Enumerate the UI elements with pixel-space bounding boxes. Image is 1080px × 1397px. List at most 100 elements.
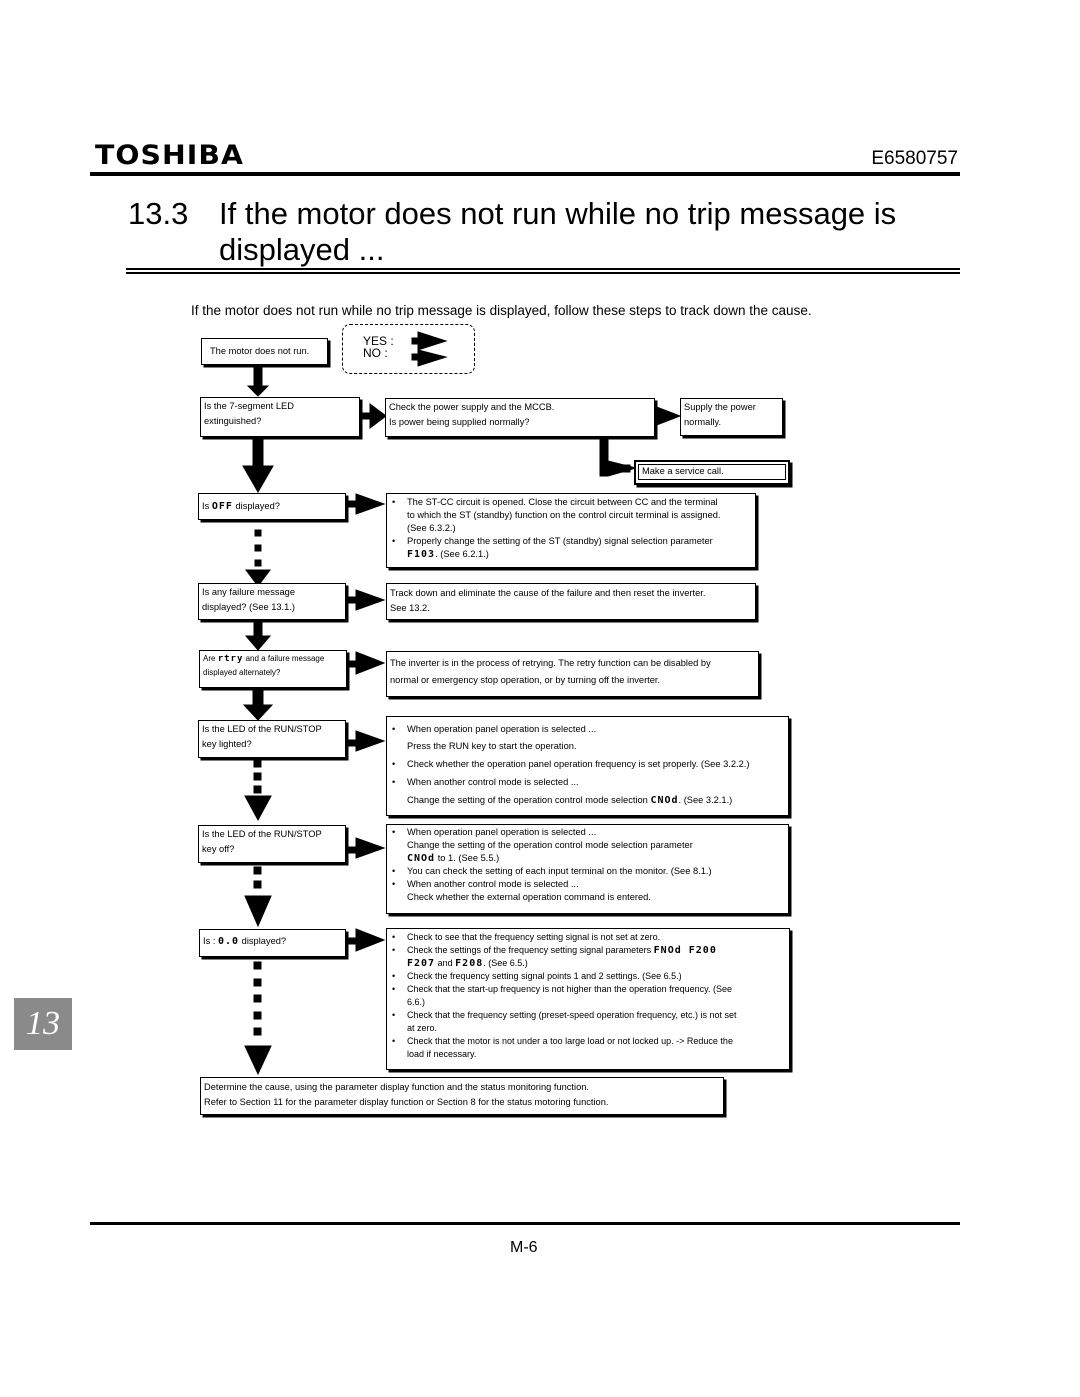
answer-frequency-checks: Check to see that the frequency setting … bbox=[386, 928, 790, 1070]
a7-bullet-4: Check that the start-up frequency is not… bbox=[390, 983, 786, 996]
a7-bullet-3: Check the frequency setting signal point… bbox=[390, 970, 786, 983]
legend-yes-arrow bbox=[417, 331, 448, 351]
q4-pre: Are bbox=[203, 654, 216, 663]
document-id: E6580757 bbox=[871, 148, 958, 169]
end-line1: Determine the cause, using the parameter… bbox=[204, 1082, 590, 1092]
arrow-q2-q3 bbox=[245, 569, 271, 587]
a5-bullet-1-sub: Press the RUN key to start the operation… bbox=[407, 741, 577, 751]
a7-and: and bbox=[437, 958, 453, 968]
q7-code-zero: 0.0 bbox=[218, 936, 240, 947]
q2-pre: Is bbox=[202, 501, 210, 511]
toshiba-logo: TOSHIBA bbox=[95, 140, 245, 171]
section-number: 13.3 bbox=[128, 196, 189, 231]
arrow-q6-a6 bbox=[355, 837, 386, 859]
a3-line1: Track down and eliminate the cause of th… bbox=[390, 588, 706, 598]
a6-code-cnod: CNOd bbox=[407, 853, 436, 864]
a2-bullet-2: Properly change the setting of the ST (s… bbox=[390, 535, 752, 548]
a6-bullet-2: You can check the setting of each input … bbox=[390, 865, 785, 878]
a7-bullet-2: Check the settings of the frequency sett… bbox=[390, 944, 786, 957]
a6-bullet-3-sub: Check whether the external operation com… bbox=[407, 892, 651, 902]
a5-bullet-2: Check whether the operation panel operat… bbox=[390, 755, 785, 773]
flow-start-box: The motor does not run. bbox=[201, 338, 328, 365]
a5-see: . (See 3.2.1.) bbox=[678, 795, 733, 805]
a6-bullet-1-code: CNOd to 1. (See 5.5.) bbox=[390, 852, 785, 865]
a1-line1: Check the power supply and the MCCB. bbox=[389, 402, 555, 412]
legend-no-label: NO : bbox=[363, 346, 388, 360]
question-zero-displayed: Is : 0.0 displayed? bbox=[199, 929, 346, 957]
arrow-q6-q7 bbox=[244, 895, 272, 928]
a6-bullet-1: When operation panel operation is select… bbox=[390, 826, 785, 839]
page-number: M-6 bbox=[510, 1239, 538, 1256]
chapter-tab: 13 bbox=[14, 998, 72, 1050]
a4-line2: normal or emergency stop operation, or b… bbox=[390, 675, 661, 685]
a7-code-f207: F207 bbox=[407, 958, 436, 969]
answer-check-power: Check the power supply and the MCCB. Is … bbox=[385, 398, 655, 437]
arrow-q3-q4 bbox=[244, 635, 272, 651]
question-run-stop-lighted: Is the LED of the RUN/STOP key lighted? bbox=[198, 720, 346, 758]
question-failure-message: Is any failure message displayed? (See 1… bbox=[198, 583, 346, 620]
a5-bullet-3: When another control mode is selected ..… bbox=[390, 773, 785, 791]
answer-retrying: The inverter is in the process of retryi… bbox=[386, 651, 759, 697]
a2-code-f103: F103 bbox=[407, 549, 436, 560]
answer-st-cc-circuit: The ST-CC circuit is opened. Close the c… bbox=[386, 493, 756, 568]
q3-line1: Is any failure message bbox=[202, 587, 296, 597]
question-led-extinguished: Is the 7-segment LED extinguished? bbox=[200, 397, 360, 437]
a7-bullet-5-cont: at zero. bbox=[407, 1023, 438, 1033]
a7-bullet-5: Check that the frequency setting (preset… bbox=[390, 1009, 786, 1022]
a2-bullet-1-cont2: (See 6.3.2.) bbox=[407, 523, 456, 533]
a2-bullet-2-cont: F103. (See 6.2.1.) bbox=[390, 548, 752, 561]
q4-code-rtry: rtry bbox=[217, 654, 244, 664]
a7-b2-text: Check the settings of the frequency sett… bbox=[407, 945, 652, 955]
a5-sub-text: Change the setting of the operation cont… bbox=[407, 795, 648, 805]
q4-line2: displayed alternately? bbox=[203, 668, 281, 677]
footer-rule bbox=[90, 1222, 960, 1225]
answer-run-stop-lighted: When operation panel operation is select… bbox=[386, 716, 789, 816]
answer-service-call: Make a service call. bbox=[634, 460, 790, 485]
header-rule bbox=[90, 172, 960, 176]
legend-no-arrow bbox=[417, 349, 448, 367]
a5-bullet-3-sub: Change the setting of the operation cont… bbox=[390, 791, 785, 810]
a1-line2: Is power being supplied normally? bbox=[389, 417, 530, 427]
q1-line1: Is the 7-segment LED bbox=[204, 401, 294, 411]
arrow-q4-q5 bbox=[242, 704, 274, 721]
arrow-q1-a1 bbox=[369, 403, 387, 429]
a7-code-f208: F208 bbox=[455, 958, 484, 969]
question-run-stop-off: Is the LED of the RUN/STOP key off? bbox=[198, 825, 346, 863]
answer-track-down-failure: Track down and eliminate the cause of th… bbox=[386, 583, 756, 620]
q6-line1: Is the LED of the RUN/STOP bbox=[202, 829, 322, 839]
q6-line2: key off? bbox=[202, 844, 235, 854]
arrow-q1-q2 bbox=[242, 465, 274, 494]
arrow-q7-end bbox=[244, 1045, 272, 1076]
a7-bullet-1: Check to see that the frequency setting … bbox=[390, 931, 786, 944]
q7-pre: Is : bbox=[203, 936, 216, 946]
title-rule-2 bbox=[126, 272, 960, 274]
q5-line1: Is the LED of the RUN/STOP bbox=[202, 724, 322, 734]
a2-bullet-1: The ST-CC circuit is opened. Close the c… bbox=[390, 496, 752, 509]
arrow-a1-yes bbox=[653, 405, 682, 427]
start-label: The motor does not run. bbox=[210, 346, 310, 356]
legend-yes-label: YES : bbox=[363, 334, 394, 348]
q3-line2: displayed? (See 13.1.) bbox=[202, 602, 296, 612]
a1-yes-line2: normally. bbox=[684, 417, 722, 427]
question-rtry-alternate: Are rtry and a failure message displayed… bbox=[199, 650, 347, 688]
service-call-inner: Make a service call. bbox=[638, 464, 786, 480]
q4-post: and a failure message bbox=[245, 654, 325, 663]
q1-line2: extinguished? bbox=[204, 416, 262, 426]
a7-codes-fnod-f200: FNOd F200 bbox=[653, 945, 717, 956]
a4-line1: The inverter is in the process of retryi… bbox=[390, 658, 711, 668]
q7-post: displayed? bbox=[241, 936, 287, 946]
a2-see: . (See 6.2.1.) bbox=[435, 549, 489, 559]
a7-bullet-6: Check that the motor is not under a too … bbox=[390, 1035, 786, 1048]
q2-post: displayed? bbox=[235, 501, 280, 511]
section-heading: If the motor does not run while no trip … bbox=[219, 196, 897, 267]
a2-bullet-1-cont1: to which the ST (standby) function on th… bbox=[407, 510, 721, 520]
arrow-q5-a5 bbox=[355, 730, 386, 752]
arrow-q5-q6 bbox=[244, 795, 272, 822]
a5-bullet-1: When operation panel operation is select… bbox=[390, 721, 785, 738]
a7-bullet-2-cont: F207 and F208. (See 6.5.) bbox=[390, 957, 786, 970]
a6-see: to 1. (See 5.5.) bbox=[437, 853, 500, 863]
a6-bullet-3: When another control mode is selected ..… bbox=[390, 878, 785, 891]
a7-bullet-6-cont: load if necessary. bbox=[407, 1049, 477, 1059]
answer-run-stop-off: When operation panel operation is select… bbox=[386, 824, 789, 914]
